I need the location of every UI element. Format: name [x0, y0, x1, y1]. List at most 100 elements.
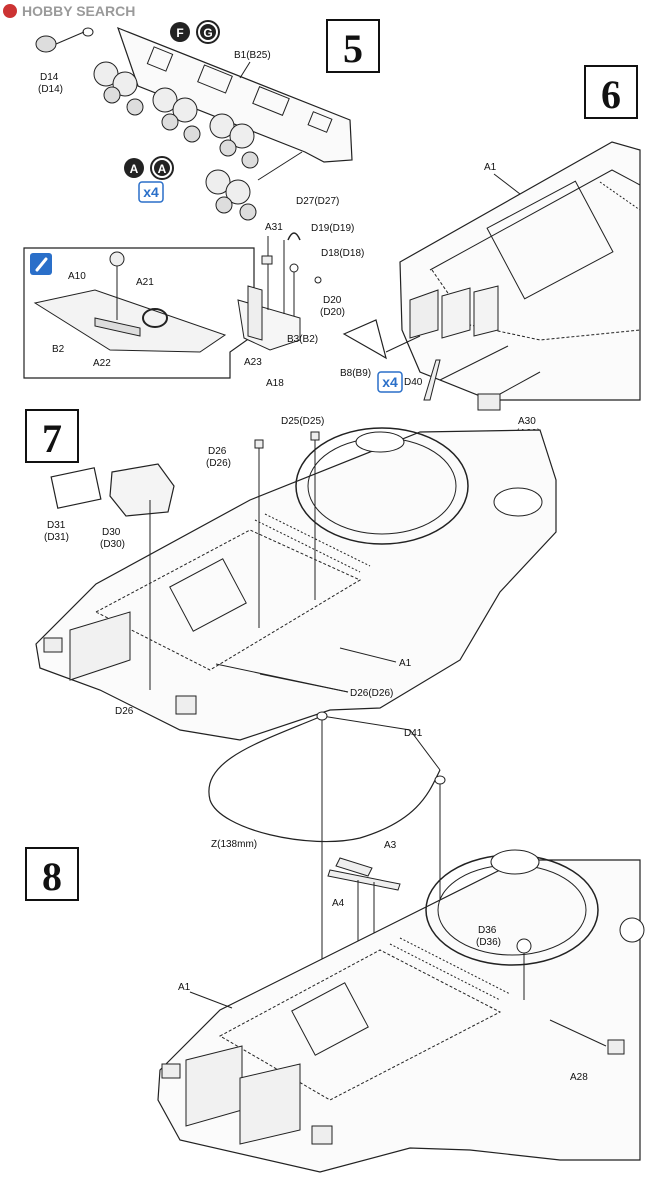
- grille-7b: [264, 513, 371, 567]
- label-a22: A22: [93, 358, 111, 369]
- turret-ring-outer: [295, 427, 469, 545]
- part-d25: [310, 431, 320, 441]
- step-6-number: 6: [601, 72, 621, 117]
- rear-light-7: [175, 695, 197, 715]
- part-a4: [327, 869, 401, 891]
- b8-leader: [385, 335, 421, 353]
- label-a28: A28: [570, 1072, 588, 1083]
- label-a10: A10: [68, 271, 86, 282]
- d41-cable-ends: [321, 715, 441, 771]
- label-d20: D20: [323, 295, 342, 306]
- a28-leader: [549, 1019, 607, 1047]
- step-6: 6 B8(B9) x4 D40 A30 (A29) A1: [340, 65, 641, 439]
- rail-cutout-1: [146, 46, 174, 72]
- label-a23: A23: [244, 357, 262, 368]
- part-a10-lamp: [109, 251, 125, 267]
- label-d36: D36: [478, 925, 497, 936]
- engine-hatch-8: [291, 982, 369, 1056]
- step-7: 7 D31 (D31) D30 (D30) D26 (D26) D25(D25)…: [25, 409, 557, 741]
- label-d20-alt: (D20): [320, 307, 345, 318]
- marker-f-label: F: [176, 26, 183, 40]
- step-5: 5 F G: [23, 19, 380, 389]
- label-b1: B1(B25): [234, 50, 271, 61]
- step-6-box: [584, 65, 638, 119]
- cable-eye-left: [316, 711, 328, 721]
- label-a1-step8: A1: [178, 982, 191, 993]
- part-d36: [516, 938, 532, 954]
- step-8-box: [25, 847, 79, 901]
- multiplier-x4-wheels: [138, 181, 164, 203]
- part-d19: [289, 263, 299, 273]
- part-d27-handle: [287, 232, 301, 241]
- watermark-text: HOBBY SEARCH: [22, 3, 135, 19]
- part-a28: [607, 1039, 625, 1055]
- label-d18: D18(D18): [321, 248, 364, 259]
- step-8: 8 D41 Z(138mm) A3 A4 D36 (D: [25, 711, 645, 1173]
- part-d40: [423, 359, 441, 401]
- b1-leader: [239, 61, 251, 79]
- label-d19: D19(D19): [311, 223, 354, 234]
- multiplier-x4-d40: [377, 371, 403, 393]
- rear-light-8: [311, 1125, 333, 1145]
- grille-8b: [399, 937, 511, 995]
- label-d27: D27(D27): [296, 196, 339, 207]
- label-z: Z(138mm): [211, 839, 257, 850]
- a1-leader-step7: [339, 647, 397, 663]
- label-d14: D14: [40, 72, 59, 83]
- a1-leader-step8: [189, 991, 233, 1009]
- suspension-rail-b1: [117, 26, 353, 163]
- part-d18: [314, 276, 322, 284]
- d14-leader: [55, 31, 85, 45]
- part-d30: [109, 463, 175, 517]
- marker-a2: [154, 160, 170, 176]
- label-d26-d26: D26(D26): [350, 688, 393, 699]
- marker-g: [200, 24, 216, 40]
- watermark: HOBBY SEARCH: [3, 3, 135, 19]
- a1-leader-step6: [493, 173, 521, 195]
- label-b2: B2: [52, 344, 65, 355]
- glue-brush-glyph: [35, 257, 48, 272]
- label-d31-alt: (D31): [44, 532, 69, 543]
- label-a18: A18: [266, 378, 284, 389]
- marker-g-label: G: [203, 26, 212, 40]
- part-a31: [261, 255, 273, 265]
- label-b3: B3(B2): [287, 334, 318, 345]
- hatch-ring-8a: [490, 849, 540, 875]
- rail-cutout-4: [307, 111, 333, 133]
- step-5-number: 5: [343, 26, 363, 71]
- tow-cable-z: [208, 715, 441, 843]
- road-wheel-pair-4: [205, 169, 257, 221]
- label-d30-alt: (D30): [100, 539, 125, 550]
- step-7-number: 7: [42, 416, 62, 461]
- part-d26-top: [254, 439, 264, 449]
- headlight-housing: A31 D27(D27) D19(D19) D18(D18) D20 (D20)…: [237, 196, 364, 389]
- cable-eye-right: [434, 775, 446, 785]
- hatch-ring-1: [355, 431, 405, 453]
- hull-a1-step6: [399, 141, 641, 401]
- label-d26-bottom: D26: [115, 706, 134, 717]
- label-d31: D31: [47, 520, 66, 531]
- part-a23-plate: [247, 285, 263, 341]
- watermark-logo-icon: [3, 4, 17, 18]
- rail-cutout-2: [197, 64, 233, 94]
- road-wheel-pair-2: [152, 87, 201, 143]
- engine-deck-hatch: [486, 180, 614, 300]
- part-b2-plate: [33, 289, 227, 353]
- multiplier-x4-wheels-label: x4: [143, 184, 159, 200]
- exhaust-box-8b: [239, 1063, 301, 1145]
- part-d31: [50, 467, 102, 509]
- step-5-box: [326, 19, 380, 73]
- d26-d26-leader-b: [259, 673, 349, 693]
- label-a31: A31: [265, 222, 283, 233]
- label-a30: A30: [518, 416, 536, 427]
- front-headlight-mount: [409, 289, 439, 339]
- road-wheel-pair-3: [209, 113, 259, 169]
- label-d26: D26: [208, 446, 227, 457]
- hatch-ring-8b: [619, 917, 645, 943]
- label-d41: D41: [404, 728, 423, 739]
- front-plate-1: [441, 287, 471, 339]
- hull-a1-step8: [157, 859, 641, 1173]
- grille-8a: [389, 943, 501, 1001]
- tow-hook-7a: [43, 637, 63, 653]
